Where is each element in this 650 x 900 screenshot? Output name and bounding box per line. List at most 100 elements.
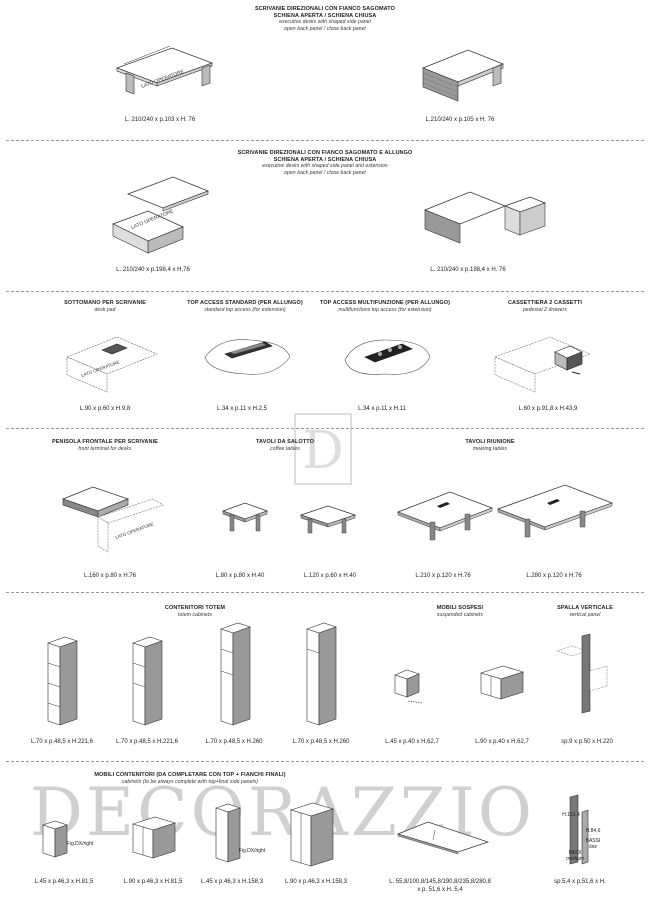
item-title: SPALLA VERTICALE vertical panel — [545, 605, 625, 618]
dimension-label: L.60 x p.91,8 x H.43,9 — [518, 406, 578, 412]
totem-cabinet-tall-open-illustration — [220, 622, 251, 726]
section-divider — [6, 140, 644, 141]
title-line: PENISOLA FRONTALE PER SCRIVANIE — [52, 439, 158, 445]
dimension-label: L.90 x p.40 x H.62,7 — [475, 739, 529, 745]
dimension-label: L.70 x p.48,5 x H.260 — [292, 739, 350, 745]
figure-label: Fig.DX/right — [66, 841, 94, 847]
dimension-label: L.45 x p.46,3 x H.81,5 — [34, 879, 94, 885]
dimension-label: x p. 51,6 x H. 5,4 — [417, 887, 463, 893]
watermark-logo: D — [294, 413, 352, 485]
svg-text:LATO OPERATORE: LATO OPERATORE — [115, 521, 155, 540]
dimension-label: L. 210/240 x p.198,4 x H.76 — [116, 267, 190, 273]
dimension-label: L.160 x p.80 x H.76 — [83, 573, 137, 579]
desk-illustration-closed-back — [421, 49, 505, 102]
figure-label: Fig.DX/right — [238, 848, 266, 854]
dimension-label: L.90 x p.60 x H.9,8 — [79, 406, 131, 412]
item-title: TAVOLI DA SALOTTO coffee tables — [245, 439, 325, 452]
dimension-label: L.70 x p.48,5 x H.260 — [205, 739, 263, 745]
subtitle-line: multifunctions top access (for extension… — [338, 306, 432, 313]
section-divider — [6, 428, 644, 429]
dimension-label: L. 55,8/100,8/145,8/190,8/235,8/280,8 — [389, 879, 491, 885]
top-access-multifunction-illustration — [344, 339, 431, 375]
subtitle-line: vertical panel — [569, 611, 601, 618]
height-label: H.161,4 — [562, 812, 580, 818]
meeting-table-210-illustration — [396, 491, 494, 541]
title-line: SPALLA VERTICALE — [557, 605, 613, 611]
subtitle-line: pedestal 2 drawers — [522, 306, 568, 313]
dimension-label: L.70 x p.48,5 x H.221,6 — [115, 739, 179, 745]
desk-with-extension-illustration-closed — [423, 191, 547, 244]
title-line: CASSETTIERA 2 CASSETTI — [507, 300, 583, 306]
dimension-label: L.34 x p.11 x H.11 — [358, 406, 406, 412]
low-cabinet-large-illustration — [131, 816, 177, 859]
final-side-panel-illustration — [569, 794, 589, 865]
subtitle-line: meeting tables — [473, 445, 507, 452]
item-title: TAVOLI RIUNIONE meeting tables — [450, 439, 530, 452]
dimension-label: L. 210/240 x p.198,4 x H. 76 — [430, 267, 506, 273]
subtitle-line: standard top access (for extension) — [204, 306, 286, 313]
totem-cabinet-door-illustration — [132, 636, 163, 726]
item-title: SOTTOMANO PER SCRIVANIE desk pad — [45, 300, 165, 313]
coffee-table-rect-illustration — [299, 505, 357, 534]
item-title: CONTENITORI TOTEM totem cabinets — [155, 605, 235, 618]
title-line: TOP ACCESS STANDARD (PER ALLUNGO) — [187, 300, 303, 306]
meeting-table-280-illustration — [496, 484, 614, 538]
dimension-label: L.210 x p.120 x H.76 — [415, 573, 471, 579]
dimension-label: L.70 x p.48,5 x H.221,6 — [30, 739, 94, 745]
item-title: TOP ACCESS STANDARD (PER ALLUNGO) standa… — [180, 300, 310, 313]
dimension-label: L.280 x p.120 x H.76 — [526, 573, 582, 579]
low-cabinet-small-illustration — [42, 820, 68, 858]
section-accessories: SOTTOMANO PER SCRIVANIE desk pad TOP ACC… — [0, 292, 650, 428]
height-label: H.84,6 — [585, 828, 601, 834]
subtitle-line: front terminal for desks — [78, 445, 132, 452]
dimension-label: L.34 x p.11 x H.2,5 — [217, 406, 267, 412]
totem-cabinet-open-illustration — [47, 636, 78, 726]
dimension-label: sp.9 x p.50 x H.220 — [561, 739, 613, 745]
category-label: BASSI — [585, 838, 601, 844]
section-title: SCRIVANIE DIREZIONALI CON FIANCO SAGOMAT… — [225, 6, 425, 32]
title-line: SCRIVANIE DIREZIONALI CON FIANCO SAGOMAT… — [237, 150, 413, 156]
subtitle-line: totem cabinets — [178, 611, 212, 618]
desk-with-extension-illustration-open: LATO OPERATORE — [111, 176, 210, 254]
watermark-logo-letter: D — [302, 421, 344, 481]
dimension-label: L.210/240 x p.105 x H. 76 — [425, 117, 495, 123]
medium-cabinet-large-illustration — [289, 802, 335, 867]
title-line: TOP ACCESS MULTIFUNZIONE (PER ALLUNGO) — [319, 300, 451, 306]
title-line: CONTENITORI TOTEM — [164, 605, 226, 611]
title-line: TAVOLI RIUNIONE — [465, 439, 515, 445]
section-divider — [6, 761, 644, 762]
dimension-label: sp.5,4 x p.51,6 x H. — [554, 879, 606, 885]
title-line: SOTTOMANO PER SCRIVANIE — [64, 300, 146, 306]
title-emphasis: TOP + FIANCHI FINALI — [222, 772, 284, 778]
suspended-cabinet-small-illustration — [394, 669, 423, 704]
section-divider — [6, 592, 644, 593]
title-line: SCHIENA APERTA / SCHIENA CHIUSA — [273, 12, 377, 19]
desk-illustration-open-back: LATO OPERATORE — [115, 45, 214, 95]
medium-cabinet-small-illustration — [215, 803, 241, 863]
item-title: CASSETTIERA 2 CASSETTI pedestal 2 drawer… — [490, 300, 600, 313]
front-terminal-illustration: LATO OPERATORE — [61, 486, 164, 553]
title-line: TAVOLI DA SALOTTO — [255, 439, 315, 445]
title-part: ) — [283, 772, 286, 778]
dimension-label: L.120 x p.60 x H.40 — [303, 573, 357, 579]
subtitle-line: suspended cabinets — [436, 611, 484, 618]
dimension-label: L.45 x p.40 x H.62,7 — [385, 739, 439, 745]
section-executive-desks: SCRIVANIE DIREZIONALI CON FIANCO SAGOMAT… — [0, 0, 650, 140]
section-executive-desks-extension: SCRIVANIE DIREZIONALI CON FIANCO SAGOMAT… — [0, 141, 650, 291]
pedestal-drawers-illustration — [494, 336, 591, 393]
category-label: medium — [566, 856, 584, 862]
subtitle-line: executive desks with shaped side panel — [279, 19, 371, 25]
dimension-label: L. 210/240 x p.103 x H. 76 — [124, 117, 196, 123]
subtitle-line: open back panel / close back panel — [284, 25, 366, 32]
vertical-panel-illustration — [556, 633, 608, 714]
title-line: SCHIENA APERTA / SCHIENA CHIUSA — [273, 156, 377, 163]
suspended-cabinet-large-illustration — [479, 665, 525, 700]
section-storage-units: MOBILI CONTENITORI (DA COMPLETARE CON TO… — [0, 762, 650, 900]
section-title: MOBILI CONTENITORI (DA COMPLETARE CON TO… — [90, 772, 290, 785]
dimension-label: L.45 x p.46,3 x H.158,3 — [200, 879, 264, 885]
section-title: SCRIVANIE DIREZIONALI CON FIANCO SAGOMAT… — [215, 150, 435, 176]
subtitle-line: coffee tables — [270, 445, 300, 452]
desk-pad-illustration: LATO OPERATORE — [66, 336, 158, 393]
subtitle-line: open back panel / close back panel — [284, 169, 366, 176]
item-title: PENISOLA FRONTALE PER SCRIVANIE front te… — [45, 439, 165, 452]
